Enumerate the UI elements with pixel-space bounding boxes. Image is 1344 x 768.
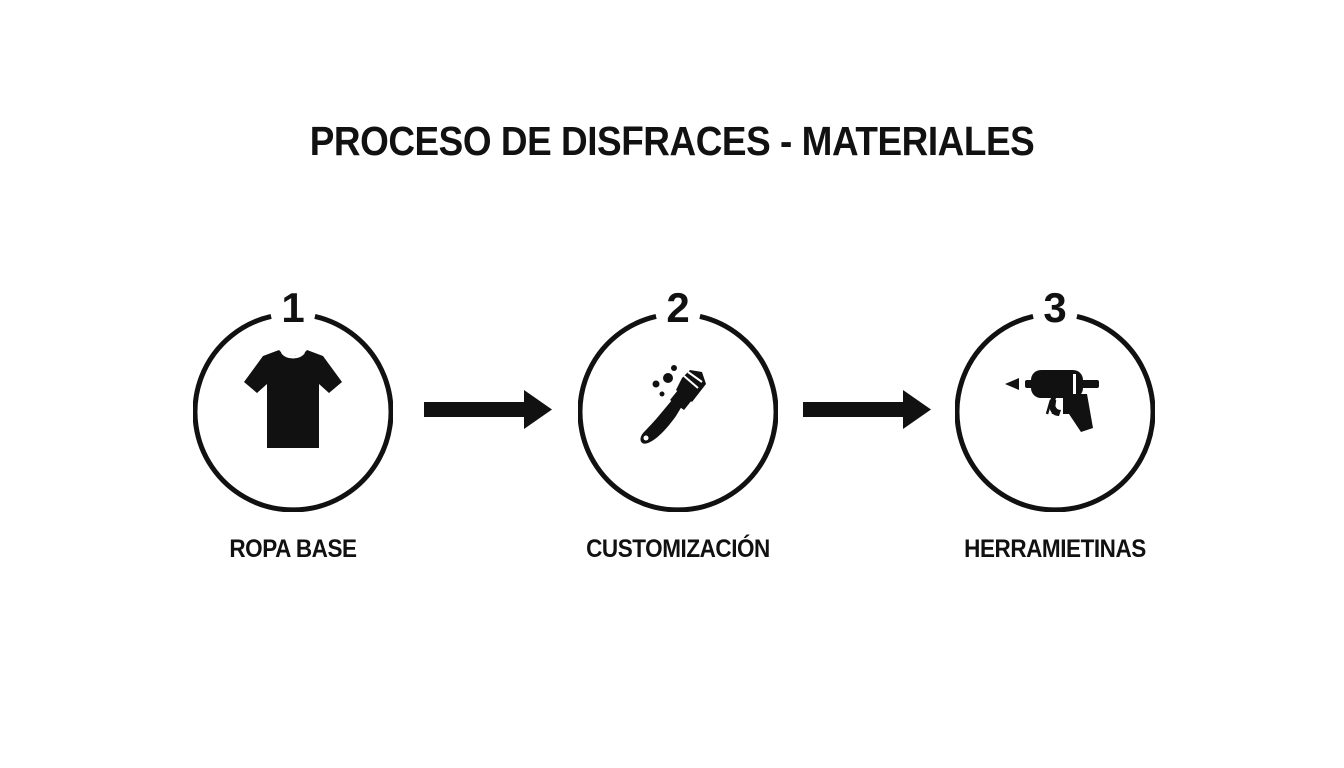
step-2-label: CUSTOMIZACIÓN [586, 535, 770, 563]
step-3-number: 3 [1043, 284, 1067, 331]
diagram-title: PROCESO DE DISFRACES - MATERIALES [309, 118, 1035, 164]
step-3-circle [955, 313, 1155, 512]
step-2-circle [578, 313, 778, 512]
step-2: 2 CUSTOMIZACIÓN [578, 282, 778, 582]
paint-brush-icon [640, 365, 706, 444]
step-2-number: 2 [666, 284, 690, 331]
arrow-right-icon [424, 390, 552, 429]
t-shirt-icon [244, 350, 342, 448]
step-1-circle [193, 313, 393, 512]
glue-gun-icon [1005, 370, 1099, 432]
step-1-number: 1 [281, 284, 305, 331]
step-3: 3 HERRAMIETINAS [955, 282, 1155, 582]
step-1-label: ROPA BASE [229, 535, 357, 563]
step-3-label: HERRAMIETINAS [964, 535, 1146, 563]
arrow-right-icon [803, 390, 931, 429]
step-1: 1 ROPA BASE [193, 282, 393, 582]
